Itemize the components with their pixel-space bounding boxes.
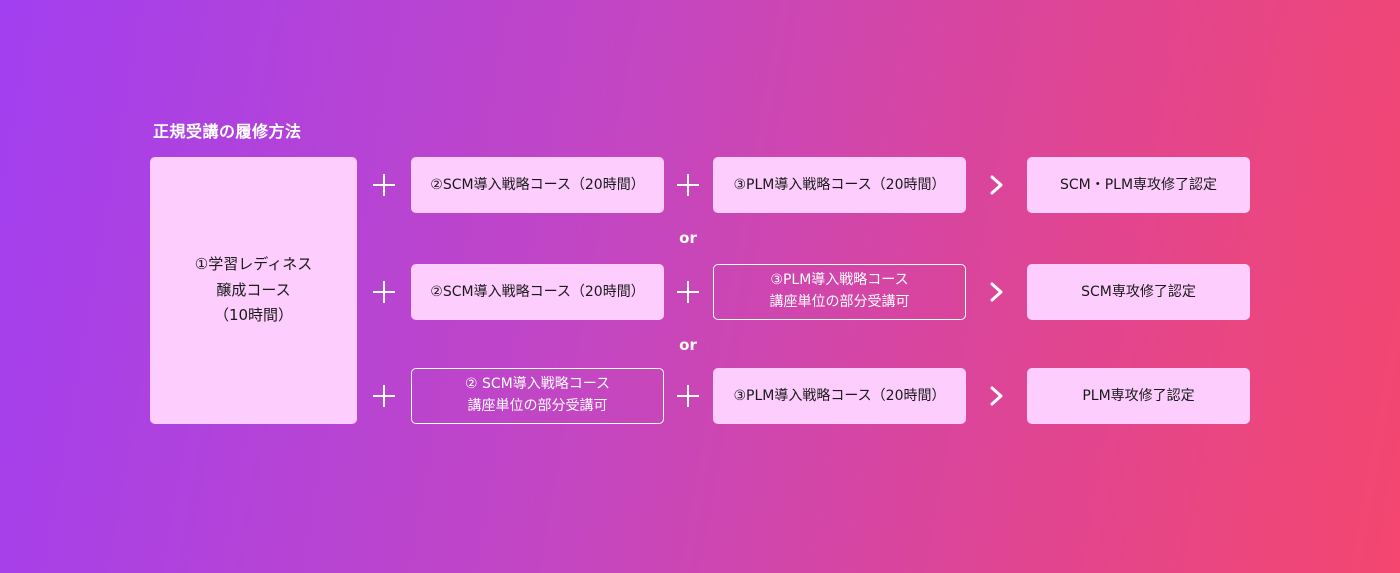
row1-scm-course-label: ②SCM導入戦略コース（20時間） — [430, 176, 645, 193]
chevron-right-icon — [987, 280, 1007, 304]
plus-icon — [373, 174, 395, 196]
row3-result-box: PLM専攻修了認定 — [1027, 368, 1250, 424]
readiness-course-hours: （10時間） — [213, 306, 294, 325]
row2-partial-note: 講座単位の部分受講可 — [769, 294, 910, 310]
row2-scm-course-box: ②SCM導入戦略コース（20時間） — [411, 264, 664, 320]
row2-plm-partial-box: ③PLM導入戦略コース 講座単位の部分受講可 — [713, 264, 966, 320]
or-separator: or — [679, 336, 697, 354]
plus-icon — [677, 281, 699, 303]
row2-plm-course-label: ③PLM導入戦略コース — [770, 272, 909, 289]
plus-icon — [373, 385, 395, 407]
row3-result-label: PLM専攻修了認定 — [1082, 387, 1195, 404]
row1-scm-course-box: ②SCM導入戦略コース（20時間） — [411, 157, 664, 213]
row2-scm-course-label: ②SCM導入戦略コース（20時間） — [430, 283, 645, 300]
row3-scm-partial-box: ② SCM導入戦略コース 講座単位の部分受講可 — [411, 368, 664, 424]
plus-icon — [373, 281, 395, 303]
plus-icon — [677, 385, 699, 407]
row1-plm-course-label: ③PLM導入戦略コース（20時間） — [733, 176, 946, 193]
row3-partial-note: 講座単位の部分受講可 — [467, 398, 608, 414]
readiness-course-name-cont: 醸成コース — [216, 280, 291, 299]
row3-plm-course-box: ③PLM導入戦略コース（20時間） — [713, 368, 966, 424]
row3-scm-course-label: ② SCM導入戦略コース — [464, 376, 611, 393]
readiness-course-box: ①学習レディネス 醸成コース （10時間） — [150, 157, 357, 424]
row3-plm-course-label: ③PLM導入戦略コース（20時間） — [733, 387, 946, 404]
row1-plm-course-box: ③PLM導入戦略コース（20時間） — [713, 157, 966, 213]
or-separator: or — [679, 229, 697, 247]
chevron-right-icon — [987, 384, 1007, 408]
row2-result-box: SCM専攻修了認定 — [1027, 264, 1250, 320]
diagram-title: 正規受講の履修方法 — [153, 122, 302, 141]
readiness-course-name: ①学習レディネス — [194, 255, 313, 274]
chevron-right-icon — [987, 173, 1007, 197]
row1-result-box: SCM・PLM専攻修了認定 — [1027, 157, 1250, 213]
row1-result-label: SCM・PLM専攻修了認定 — [1059, 176, 1218, 193]
plus-icon — [677, 174, 699, 196]
row2-result-label: SCM専攻修了認定 — [1081, 283, 1196, 300]
